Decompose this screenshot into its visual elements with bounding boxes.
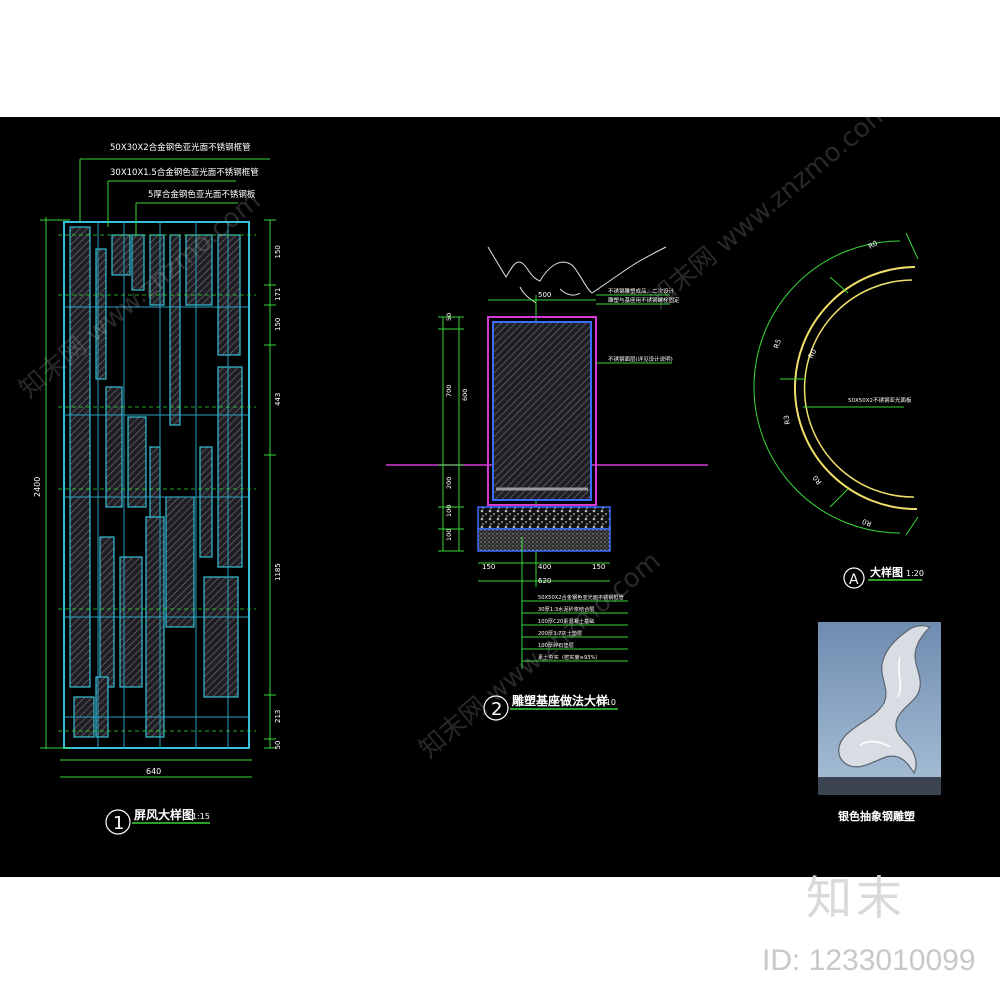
photo-ground <box>818 777 941 795</box>
photo-sculpture-highlight <box>859 656 902 748</box>
screen-panel-strip <box>99 536 115 688</box>
base-bottom-dim-1: 150 <box>482 563 495 571</box>
layer-note-text: 100厚C20素混凝土基础 <box>538 617 594 625</box>
drawing-2-scale: 1:10 <box>598 698 616 707</box>
left-total-dim: 2400 <box>33 477 42 497</box>
screen-panel-strip <box>95 248 107 380</box>
arc-dim-tick <box>905 232 919 260</box>
drawing-a-letter: A <box>849 572 859 588</box>
right-dim-value: 213 <box>274 710 282 723</box>
screen-panel-strip <box>111 234 131 276</box>
screen-panel-strip <box>199 446 213 558</box>
arc-dim-tick <box>829 276 849 294</box>
leader-label-2: 30X10X1.5合金钢色亚光面不锈钢框管 <box>110 167 259 178</box>
arc-dim-label: R0 <box>807 348 819 360</box>
sculpture-outline <box>487 246 667 304</box>
right-dim-value: 171 <box>274 288 282 301</box>
arc-note: 50X50X2不锈钢亚光面板 <box>848 396 912 404</box>
sculpture-photo: 银色抽象钢雕塑 <box>818 622 941 823</box>
soil-layer <box>477 528 611 552</box>
screen-panel-strip <box>95 676 109 738</box>
right-dim-value: 50 <box>274 741 282 750</box>
layer-note-text: 50X50X2合金钢色亚光面不锈钢框管 <box>538 593 624 601</box>
note-c: 不锈钢面层(详见设计说明) <box>608 355 673 363</box>
arc-dim-label: R0 <box>867 239 879 251</box>
brand-logo-text: 知末 <box>806 871 906 925</box>
pedestal-core <box>492 321 592 501</box>
right-dim-value: 150 <box>274 318 282 331</box>
image-id-text: ID: 1233010099 <box>762 944 976 977</box>
drawing-2-number: 2 <box>491 699 502 720</box>
base-bottom-total: 620 <box>538 577 551 585</box>
arc-dim-label: R3 <box>782 414 791 425</box>
drawing-1-scale: 1:15 <box>192 812 210 821</box>
screen-panel-strip <box>119 556 143 688</box>
screen-panel-strip <box>105 386 123 508</box>
screen-panel-strip <box>169 234 181 426</box>
layer-note-text: 200厚3:7灰土垫层 <box>538 629 582 637</box>
note-b: 雕塑与基座用不锈钢螺栓固定 <box>608 296 680 304</box>
drawing-1-number-circle <box>105 809 131 835</box>
screen-panel-strip <box>145 516 165 738</box>
drawing-a-letter-circle <box>843 567 865 589</box>
right-dim-value: 443 <box>274 393 282 406</box>
layer-notes-table: 50X50X2合金钢色亚光面不锈钢框管 30厚1:3水泥砂浆结合层 100厚C20素… <box>522 593 628 662</box>
drawing-a-title: 大样图 <box>870 565 903 579</box>
screen-frame <box>63 221 250 749</box>
arc-dim-label: R0 <box>811 474 823 486</box>
screen-panel-strip <box>165 496 195 628</box>
arc-dim-label: R5 <box>772 338 783 350</box>
right-dim-value: 1185 <box>274 563 282 581</box>
bottom-total-dim: 640 <box>146 767 161 776</box>
screen-panel-strip <box>217 366 243 568</box>
arc-dim-tick <box>905 516 919 536</box>
cad-drawing-canvas: 50X30X2合金钢色亚光面不锈钢框管 30X10X1.5合金钢色亚光面不锈钢框… <box>0 117 1000 877</box>
arc-dim-label: R0 <box>861 517 873 528</box>
gravel-layer <box>477 506 611 530</box>
arc-inner <box>803 279 915 498</box>
screen-panel-strip <box>127 416 147 508</box>
base-left-dim-value: 700 <box>445 385 453 397</box>
arc-outer <box>794 266 918 511</box>
cad-drawing: 50X30X2合金钢色亚光面不锈钢框管 30X10X1.5合金钢色亚光面不锈钢框… <box>33 142 941 835</box>
layer-note-text: 30厚1:3水泥砂浆结合层 <box>538 605 594 613</box>
base-left-dim-value: 100 <box>445 505 453 517</box>
note-a: 不锈钢雕塑成品，二次设计 <box>608 287 675 295</box>
screen-panel-strip <box>185 234 213 306</box>
screen-panel-strip <box>69 226 91 688</box>
pedestal-cladding <box>487 316 597 506</box>
screen-panel-strip <box>203 576 239 698</box>
leader-label-3: 5厚合金钢色亚光面不锈钢板 <box>148 189 256 200</box>
drawing-1-number: 1 <box>113 813 124 834</box>
base-bottom-dim-2: 400 <box>538 563 551 571</box>
photo-caption: 银色抽象钢雕塑 <box>838 809 915 823</box>
arc-dim-line <box>753 240 901 534</box>
drawing-a-scale: 1:20 <box>906 569 924 578</box>
photo-sculpture <box>838 625 932 775</box>
sculpture-base-section: 500 不锈钢雕塑成品，二次设计 雕塑与基座用不锈钢螺栓固定 不锈钢面层(详见设… <box>386 246 708 721</box>
right-dim-chain: 150 171 150 443 1185 213 50 <box>264 219 282 750</box>
layer-note-text: 素土夯实（密实度≥93%） <box>538 653 601 661</box>
drawing-2-number-circle <box>483 695 509 721</box>
screen-elevation: 50X30X2合金钢色亚光面不锈钢框管 30X10X1.5合金钢色亚光面不锈钢框… <box>33 142 282 835</box>
base-left-dim-value: 100 <box>445 529 453 541</box>
arc-dim-tick <box>829 488 849 508</box>
layer-note-text: 100厚碎石垫层 <box>538 641 574 649</box>
drawing-1-title: 屏风大样图 <box>133 807 194 822</box>
drawing-2-title: 雕塑基座做法大样 <box>512 693 608 708</box>
top-dim: 500 <box>538 291 551 299</box>
base-bottom-dim-3: 150 <box>592 563 605 571</box>
base-left-dim-value: 200 <box>445 477 453 489</box>
base-left-dim-value: 600 <box>461 389 469 401</box>
leader-label-1: 50X30X2合金钢色亚光面不锈钢框管 <box>110 142 251 153</box>
screen-panels <box>58 222 256 748</box>
right-dim-value: 150 <box>274 245 282 258</box>
